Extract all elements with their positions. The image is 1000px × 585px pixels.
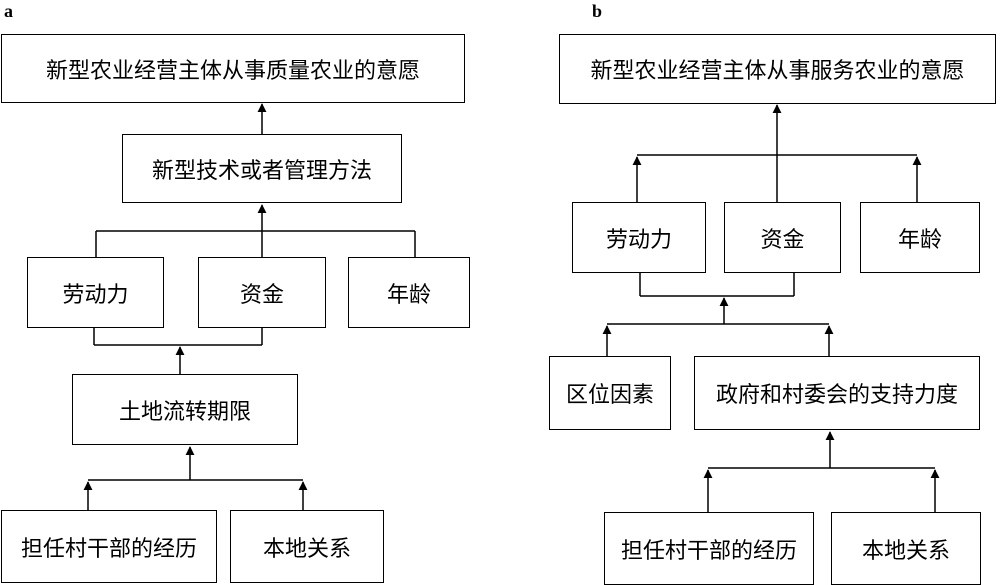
box-a-method: 新型技术或者管理方法 <box>122 134 402 203</box>
box-a-intention: 新型农业经营主体从事质量农业的意愿 <box>1 34 465 103</box>
box-b-age: 年龄 <box>860 202 980 273</box>
box-a-local: 本地关系 <box>230 510 384 583</box>
box-a-land-term: 土地流转期限 <box>72 374 298 445</box>
box-b-support: 政府和村委会的支持力度 <box>694 356 980 430</box>
box-b-location: 区位因素 <box>549 356 671 430</box>
box-b-intention: 新型农业经营主体从事服务农业的意愿 <box>559 34 996 104</box>
box-b-labor: 劳动力 <box>572 202 706 273</box>
box-a-age: 年龄 <box>348 257 470 328</box>
box-b-capital: 资金 <box>724 202 841 273</box>
box-a-capital: 资金 <box>198 257 326 328</box>
box-b-cadre: 担任村干部的经历 <box>604 512 814 585</box>
panel-a-label: a <box>4 1 13 21</box>
box-b-local: 本地关系 <box>831 512 981 585</box>
box-a-labor: 劳动力 <box>27 257 164 328</box>
panel-b-label: b <box>592 1 603 21</box>
box-a-cadre: 担任村干部的经历 <box>1 510 217 583</box>
